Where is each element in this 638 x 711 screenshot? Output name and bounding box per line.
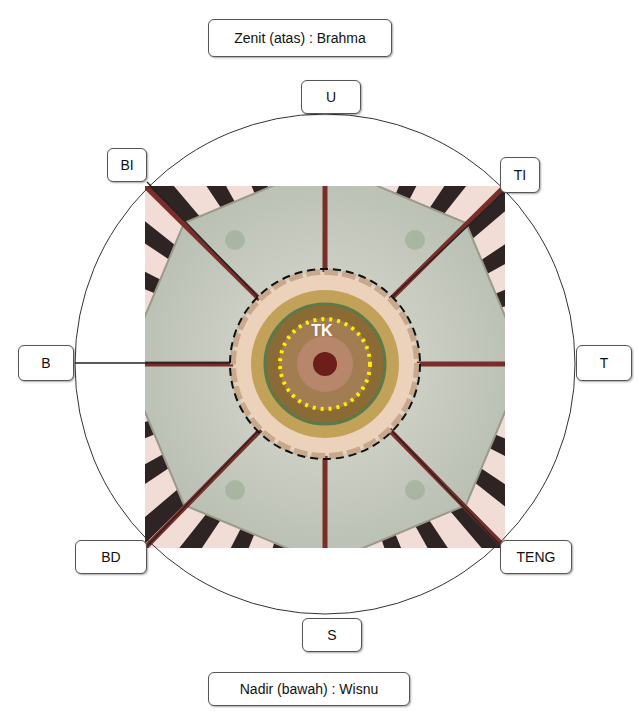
axis-box: Nadir (bawah) : Wisnu [208,672,410,706]
box-text: Zenit (atas) : Brahma [234,30,366,46]
box-text: U [326,89,336,105]
box-text: T [600,355,609,371]
direction-box: T [576,345,632,381]
box-text: BD [101,549,120,565]
ceiling-photo [145,186,505,548]
direction-box: TI [500,157,540,193]
direction-box: B [18,345,74,381]
center-boundary [230,269,420,459]
box-text: Nadir (bawah) : Wisnu [240,681,379,697]
direction-circle [75,114,575,614]
box-text: S [327,627,336,643]
direction-box: U [301,80,361,114]
leader-lines [75,182,503,545]
box-text: B [41,355,50,371]
axis-box: Zenit (atas) : Brahma [208,19,392,57]
direction-box: BD [75,540,147,574]
box-text: TI [514,167,526,183]
box-text: TENG [517,549,556,565]
center-label: TK [311,322,332,340]
box-text: BI [120,157,133,173]
direction-box: S [302,618,362,652]
direction-box: BI [107,148,147,182]
direction-box: TENG [500,540,572,574]
